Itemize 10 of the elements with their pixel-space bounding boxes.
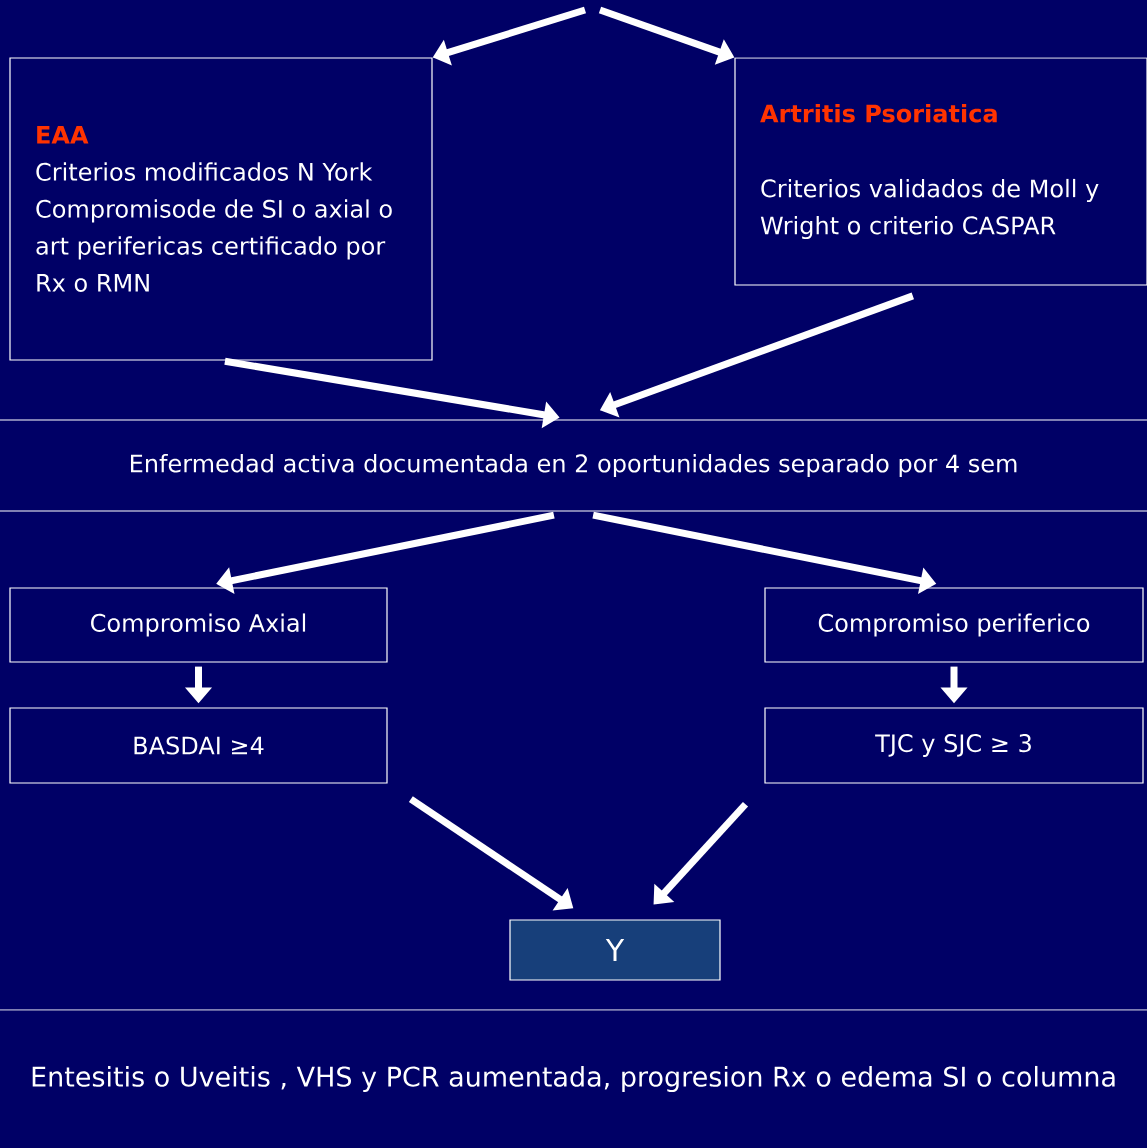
process-box: Compromiso periferico bbox=[764, 587, 1144, 663]
band: Enfermedad activa documentada en 2 oportunidades separado por 4 sem bbox=[0, 419, 1147, 512]
criteria-box: Artritis Psoriatica Criterios validados de Moll y Wright o criterio CASPAR bbox=[734, 57, 1147, 286]
arrow bbox=[653, 801, 749, 905]
process-box: BASDAI ≥4 bbox=[9, 707, 388, 784]
process-box: Compromiso Axial bbox=[9, 587, 388, 663]
criteria-box: EAA Criterios modificados N York Compromisode de SI o axial o art perifericas certificado por Rx o RMN bbox=[9, 57, 433, 361]
process-box: TJC y SJC ≥ 3 bbox=[764, 707, 1144, 784]
band: Entesitis o Uveitis , VHS y PCR aumentada, progresion Rx o edema SI o columna bbox=[0, 1009, 1147, 1093]
result-box: Y bbox=[509, 919, 721, 981]
